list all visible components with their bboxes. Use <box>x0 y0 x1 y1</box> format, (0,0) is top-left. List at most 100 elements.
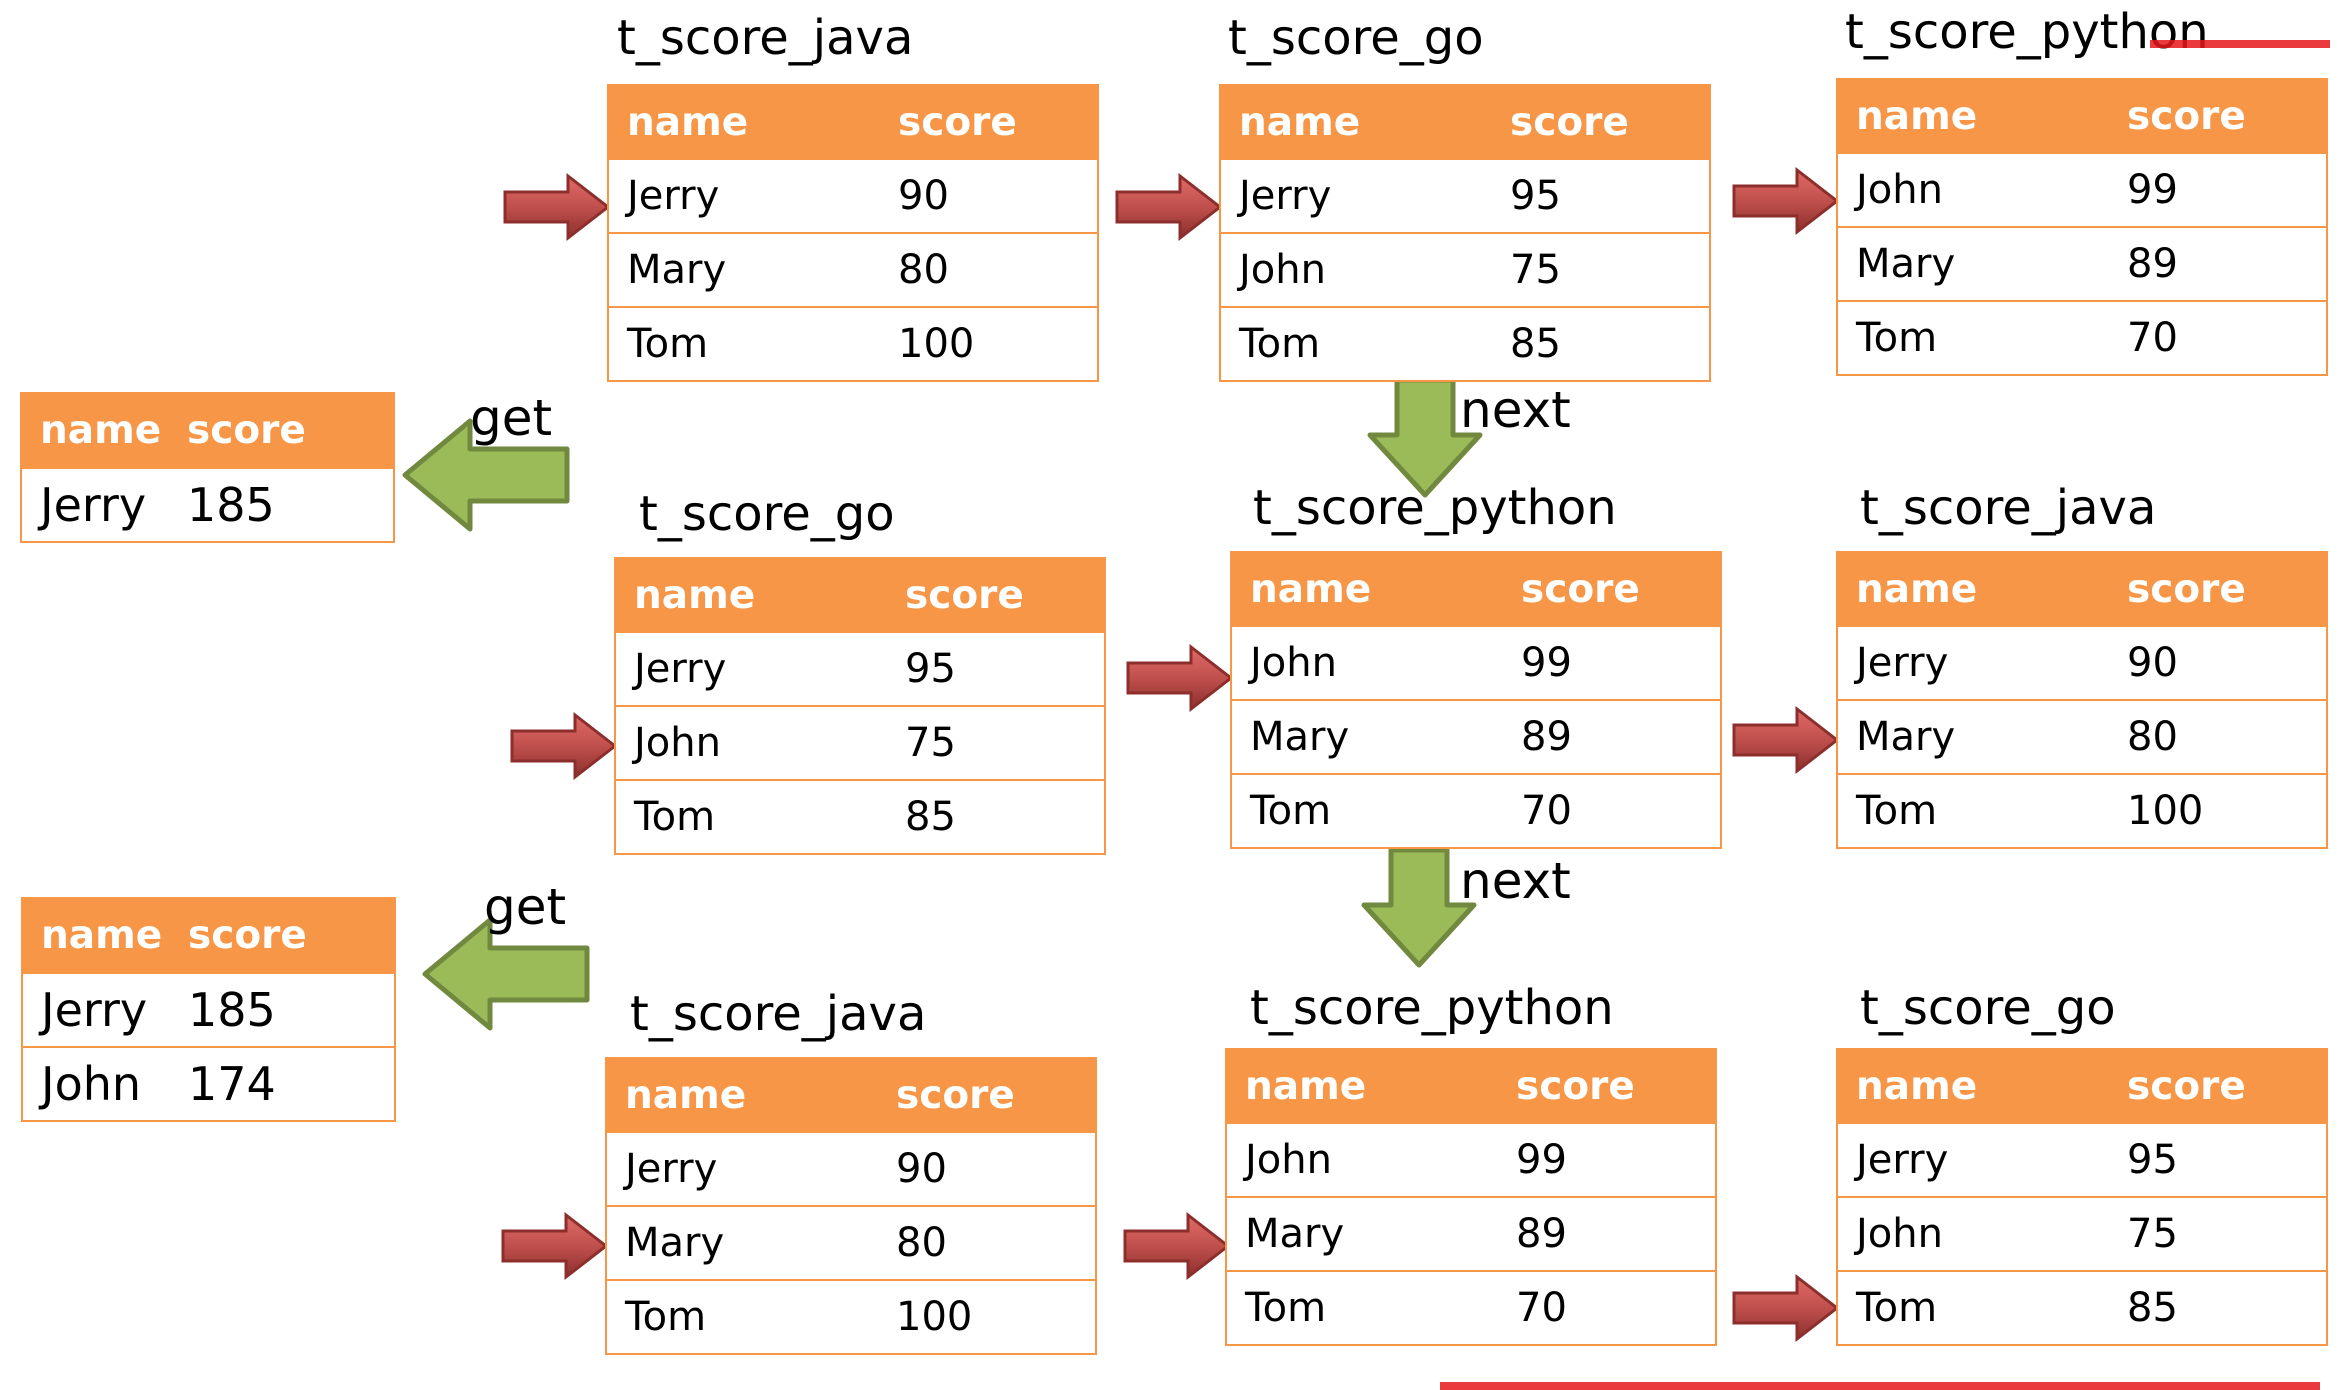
cell-name: John <box>22 1046 170 1121</box>
cell-name: Tom <box>1837 773 2109 848</box>
header-score: score <box>878 1058 1096 1132</box>
cell-name: Jerry <box>1837 1122 2109 1197</box>
table-title: t_score_python <box>1845 4 2209 60</box>
cell-score: 99 <box>1503 625 1721 700</box>
header-name: name <box>615 558 887 632</box>
table-title: t_score_java <box>1860 480 2157 536</box>
next-label: next <box>1460 381 1571 439</box>
cell-score: 90 <box>878 1131 1096 1206</box>
table-title: t_score_go <box>1860 980 2116 1036</box>
header-score: score <box>1503 552 1721 626</box>
header-score: score <box>169 393 394 468</box>
cell-score: 75 <box>2109 1196 2327 1271</box>
cell-name: John <box>1220 232 1492 307</box>
table-title: t_score_python <box>1253 480 1617 536</box>
cell-score: 80 <box>878 1205 1096 1280</box>
get-left-arrow-icon <box>402 418 570 532</box>
cell-score: 100 <box>878 1279 1096 1354</box>
table-title: t_score_java <box>630 986 927 1042</box>
cell-name: Jerry <box>21 467 169 542</box>
cell-name: Jerry <box>608 158 880 233</box>
pointer-arrow-icon <box>1126 643 1234 713</box>
pointer-arrow-icon <box>1115 172 1223 242</box>
cell-score: 99 <box>1498 1122 1716 1197</box>
watermark-mark <box>2150 40 2330 48</box>
header-name: name <box>1220 85 1492 159</box>
cell-score: 80 <box>2109 699 2327 774</box>
cell-name: Jerry <box>1220 158 1492 233</box>
pointer-arrow-icon <box>1123 1211 1231 1281</box>
cell-score: 95 <box>2109 1122 2327 1197</box>
header-score: score <box>1498 1049 1716 1123</box>
cell-score: 90 <box>880 158 1098 233</box>
cell-name: Jerry <box>22 972 170 1047</box>
cell-score: 70 <box>1503 773 1721 848</box>
next-label: next <box>1460 852 1571 910</box>
cell-name: Tom <box>1837 1270 2109 1345</box>
cell-score: 100 <box>2109 773 2327 848</box>
cell-name: Tom <box>615 779 887 854</box>
table-title: t_score_python <box>1250 980 1614 1036</box>
get-left-arrow-icon <box>422 917 590 1031</box>
cell-name: Mary <box>1837 226 2109 301</box>
cell-score: 185 <box>170 972 395 1047</box>
cell-name: John <box>615 705 887 780</box>
header-score: score <box>170 898 395 973</box>
header-score: score <box>887 558 1105 632</box>
cell-score: 70 <box>2109 300 2327 375</box>
cell-name: Mary <box>606 1205 878 1280</box>
pointer-arrow-icon <box>510 711 618 781</box>
header-name: name <box>21 393 169 468</box>
cell-score: 85 <box>887 779 1105 854</box>
cell-name: John <box>1226 1122 1498 1197</box>
cell-score: 95 <box>1492 158 1710 233</box>
cell-name: Jerry <box>615 631 887 706</box>
cell-score: 75 <box>1492 232 1710 307</box>
header-name: name <box>1231 552 1503 626</box>
header-name: name <box>1837 79 2109 153</box>
header-name: name <box>22 898 170 973</box>
next-down-arrow-icon <box>1367 377 1483 498</box>
cell-name: Tom <box>1837 300 2109 375</box>
next-down-arrow-icon <box>1361 847 1477 968</box>
table-title: t_score_go <box>1228 10 1484 66</box>
cell-name: John <box>1837 1196 2109 1271</box>
watermark-mark <box>1440 1382 2320 1390</box>
cell-score: 85 <box>1492 306 1710 381</box>
cell-score: 99 <box>2109 152 2327 227</box>
